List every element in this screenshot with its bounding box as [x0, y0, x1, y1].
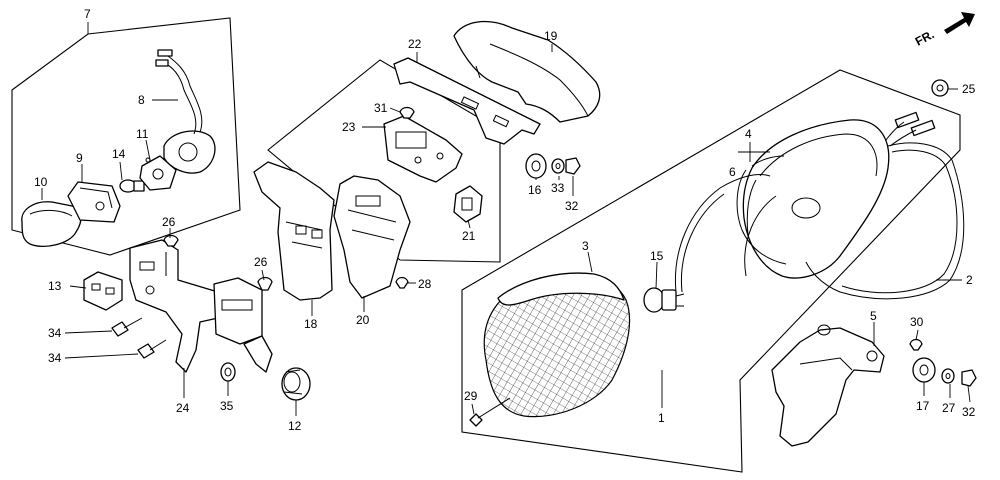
label-6: 6: [729, 165, 736, 179]
label-14: 14: [112, 147, 126, 161]
nut-part-32a: [565, 157, 581, 175]
bolt-part-30: [909, 338, 923, 351]
bolt-part-34b: [137, 339, 167, 359]
direction-label: FR.: [913, 27, 937, 48]
label-20: 20: [356, 313, 370, 327]
label-3: 3: [582, 239, 589, 253]
label-34a: 34: [48, 326, 62, 340]
label-25: 25: [962, 82, 976, 96]
grommet-part-12: [281, 367, 311, 401]
label-30: 30: [910, 315, 924, 329]
bracket-part-23: [383, 115, 463, 183]
label-35: 35: [220, 399, 234, 413]
nut-part-32b: [961, 369, 977, 387]
label-27: 27: [942, 401, 956, 415]
grommet-part-25: [931, 79, 949, 97]
label-26b: 26: [254, 255, 268, 269]
cowl-part-19: [453, 20, 601, 123]
grommet-part-13: [83, 271, 123, 311]
bracket-part-24b: [213, 277, 273, 373]
label-1: 1: [658, 411, 665, 425]
frame-taillight-group: [461, 69, 961, 473]
label-29: 29: [464, 389, 478, 403]
stay-part-5: [771, 324, 885, 447]
washer-part-33: [551, 158, 565, 174]
bolt-part-34a: [111, 317, 143, 337]
label-21: 21: [462, 229, 476, 243]
screw-part-26a: [163, 234, 179, 247]
label-13: 13: [48, 279, 62, 293]
label-22: 22: [408, 37, 422, 51]
label-28: 28: [418, 277, 432, 291]
label-2: 2: [966, 273, 973, 287]
label-4: 4: [745, 127, 752, 141]
bulb-part-15: [643, 287, 685, 313]
lens-part-3: [483, 272, 631, 418]
washer-part-27: [941, 368, 955, 384]
front-direction-arrow-icon: FR.: [913, 12, 975, 49]
screw-part-26b: [257, 276, 273, 291]
label-7: 7: [84, 7, 91, 21]
label-26a: 26: [162, 215, 176, 229]
fender-part-20: [333, 175, 411, 299]
screw-part-29: [469, 397, 511, 427]
label-16: 16: [528, 183, 542, 197]
bolt-part-31: [399, 106, 415, 119]
bracket-part-24: [129, 239, 219, 373]
label-17: 17: [916, 399, 930, 413]
collar-part-35: [220, 362, 236, 382]
grommet-part-17: [912, 357, 936, 383]
housing-part-4: [742, 119, 890, 279]
label-23: 23: [342, 120, 356, 134]
fender-part-18: [253, 161, 335, 301]
label-8: 8: [138, 93, 145, 107]
leader-lines: [41, 22, 971, 416]
label-24: 24: [176, 401, 190, 415]
housing-part-9: [67, 181, 121, 223]
socket-wire-part-8: [155, 49, 216, 174]
lens-part-10: [21, 201, 82, 247]
label-31: 31: [374, 101, 388, 115]
label-18: 18: [304, 317, 318, 331]
grommet-part-16: [525, 153, 547, 179]
grommet-part-21: [453, 185, 483, 223]
label-15: 15: [650, 249, 664, 263]
label-19: 19: [544, 29, 558, 43]
socket-plate-part-11: [139, 155, 177, 191]
label-34b: 34: [48, 351, 62, 365]
label-33: 33: [551, 181, 565, 195]
bracket-part-22: [393, 57, 541, 145]
label-11: 11: [136, 127, 149, 141]
label-10: 10: [34, 175, 48, 189]
screw-part-28: [395, 276, 409, 289]
label-32b: 32: [962, 405, 976, 419]
label-12: 12: [288, 419, 302, 433]
wire-loop-part-6: [674, 174, 777, 293]
bulb-part-14: [119, 179, 145, 193]
label-32a: 32: [565, 199, 579, 213]
gasket-part-6: [736, 155, 787, 265]
part-number-labels: 7 8 9 10 11 14 13 34 34 24 35 12 26 26 1…: [34, 7, 976, 433]
label-9: 9: [76, 151, 83, 165]
label-5: 5: [870, 309, 877, 323]
